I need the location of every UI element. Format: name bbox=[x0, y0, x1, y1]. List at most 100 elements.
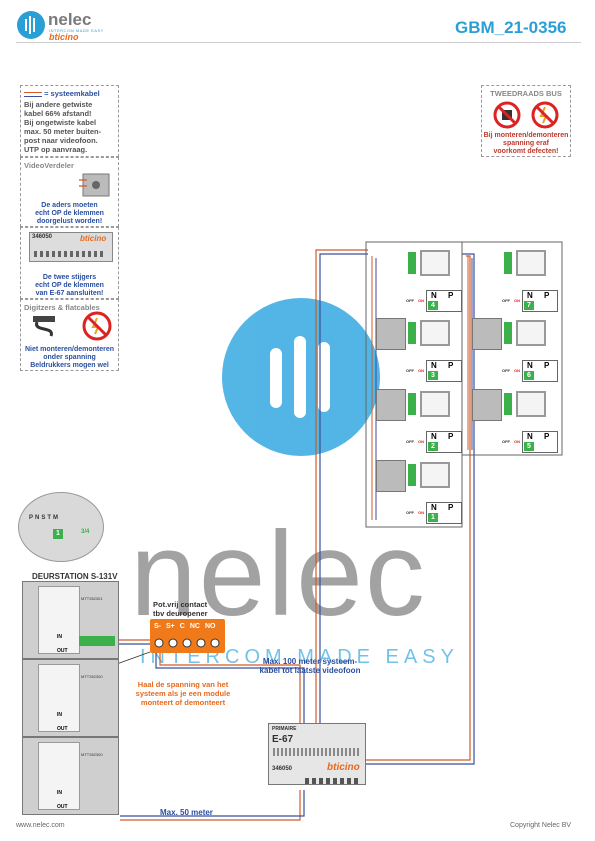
np-label-n: N bbox=[527, 291, 533, 300]
phone-number: 2 bbox=[428, 442, 438, 451]
door-module-bottom: MTT352300 IN OUT bbox=[22, 737, 119, 815]
footer-website: www.nelec.com bbox=[16, 822, 65, 829]
phone-off-label: OFF bbox=[502, 298, 510, 303]
phone-off-label: OFF bbox=[502, 439, 510, 444]
np-label-n: N bbox=[431, 503, 437, 512]
two-wire-note: TWEEDRAADS BUS Bij monteren/demonteren s… bbox=[481, 85, 571, 157]
risers-brand: bticino bbox=[80, 234, 107, 243]
digitizers-note: Digitzers & flatcables Niet monteren/dem… bbox=[20, 299, 119, 371]
two-wire-line: voorkomt defecten! bbox=[493, 148, 559, 155]
np-label-n: N bbox=[431, 291, 437, 300]
system-cable-legend: = systeemkabel bbox=[44, 89, 100, 98]
in-label: IN bbox=[57, 790, 62, 796]
system-cable-line: Bij ongetwiste kabel bbox=[24, 118, 97, 127]
two-wire-title: TWEEDRAADS BUS bbox=[490, 89, 562, 98]
risers-line: De twee stijgers bbox=[42, 274, 97, 281]
phone-on-label: ON bbox=[514, 298, 520, 303]
in-label: IN bbox=[57, 634, 62, 640]
distributor-icon bbox=[79, 173, 110, 197]
phone-number: 5 bbox=[524, 442, 534, 451]
relay-title: Pot.vrij contact tbv deuropener bbox=[153, 600, 208, 618]
e67-vents bbox=[273, 748, 361, 756]
np-label-n: N bbox=[431, 432, 437, 441]
dip-label: M bbox=[53, 515, 59, 521]
terminal-strip bbox=[34, 251, 106, 257]
dip-switch-labels: P N S T M bbox=[29, 515, 58, 521]
videophone-screen bbox=[516, 320, 546, 346]
videophone-screen bbox=[420, 462, 450, 488]
two-wire-line: spanning eraf bbox=[503, 140, 549, 147]
relay-terminal: C bbox=[179, 623, 185, 630]
np-label-p: P bbox=[544, 291, 550, 300]
e67-terminals bbox=[305, 778, 361, 784]
phone-number: 7 bbox=[524, 301, 534, 310]
header-divider bbox=[16, 42, 581, 43]
videophone-screen bbox=[420, 320, 450, 346]
videophone-screen bbox=[516, 391, 546, 417]
max-100-line: kabel tot laatste videofoon bbox=[259, 666, 361, 675]
dip-small: 3/4 bbox=[81, 529, 90, 535]
module-code: MTT352301 bbox=[81, 596, 103, 601]
out-label: OUT bbox=[57, 648, 68, 654]
np-label-p: P bbox=[448, 432, 454, 441]
videophone-screen bbox=[516, 250, 546, 276]
videophone-screen bbox=[420, 391, 450, 417]
np-label-n: N bbox=[527, 432, 533, 441]
module-code: MTT352300 bbox=[81, 674, 103, 679]
risers-note: 346050 bticino De twee stijgers echt OP … bbox=[20, 227, 119, 299]
dip-switch-callout: P N S T M 1 3/4 bbox=[18, 492, 104, 562]
no-handling-icon bbox=[82, 311, 112, 341]
nelec-logo bbox=[16, 10, 136, 46]
relay-terminal: NC bbox=[189, 623, 200, 630]
max-100-line: Max. 100 meter systeem- bbox=[262, 657, 358, 666]
videophone-terminal bbox=[408, 322, 416, 344]
no-electricity-icon bbox=[531, 101, 559, 129]
phone-off-label: OFF bbox=[406, 298, 414, 303]
phone-on-label: ON bbox=[418, 298, 424, 303]
in-label: IN bbox=[57, 712, 62, 718]
videoverdeler-line: doorgelust worden! bbox=[36, 218, 103, 225]
phone-on-label: ON bbox=[418, 510, 424, 515]
system-cable-note: = systeemkabel Bij andere getwiste kabel… bbox=[20, 85, 119, 157]
door-station-title: DEURSTATION S-131V bbox=[32, 572, 118, 581]
power-off-note: Haal de spanning van het systeem als je … bbox=[118, 680, 248, 707]
system-cable-line: UTP op aanvraag. bbox=[24, 145, 88, 154]
system-cable-line: Bij andere getwiste bbox=[24, 100, 93, 109]
logo-tagline: INTERCOM MADE EASY bbox=[49, 28, 104, 33]
power-off-line: Haal de spanning van het bbox=[137, 680, 229, 689]
flatcable-icon bbox=[33, 316, 55, 337]
videophone-terminal bbox=[408, 393, 416, 415]
e67-power-supply: PRIMAIRE E-67 346050 bticino bbox=[268, 723, 366, 785]
phone-off-label: OFF bbox=[406, 510, 414, 515]
relay-screws-icon bbox=[154, 638, 220, 648]
no-plug-icon bbox=[493, 101, 521, 129]
dip-label: P bbox=[29, 515, 34, 521]
watermark-name: nelec bbox=[130, 507, 427, 641]
document-code: GBM_21-0356 bbox=[455, 18, 567, 37]
risers-model: 346050 bbox=[32, 234, 53, 240]
dip-label: N bbox=[35, 515, 40, 521]
videoverdeler-note: VideoVerdeler De aders moeten echt OP de… bbox=[20, 157, 119, 227]
videoverdeler-line: echt OP de klemmen bbox=[35, 210, 104, 217]
digitizers-title: Digitzers & flatcables bbox=[24, 303, 100, 312]
phone-number: 6 bbox=[524, 371, 534, 380]
digitizers-line: Niet monteren/demonteren bbox=[24, 346, 115, 353]
e67-code: 346050 bbox=[272, 766, 293, 772]
power-off-line: monteert of demonteert bbox=[140, 698, 226, 707]
out-label: OUT bbox=[57, 804, 68, 810]
two-wire-line: Bij monteren/demonteren bbox=[483, 132, 569, 139]
system-cable-line: kabel 66% afstand! bbox=[24, 109, 92, 118]
distributor-module bbox=[376, 389, 406, 421]
system-cable-line: max. 50 meter buiten- bbox=[24, 127, 102, 136]
e67-brand: bticino bbox=[327, 762, 360, 773]
phone-off-label: OFF bbox=[502, 368, 510, 373]
nelec-logo-icon bbox=[17, 11, 45, 39]
phone-on-label: ON bbox=[514, 439, 520, 444]
relay-terminal: NO bbox=[204, 623, 216, 630]
videophone-terminal bbox=[408, 252, 416, 274]
logo-brand: bticino bbox=[49, 32, 79, 42]
